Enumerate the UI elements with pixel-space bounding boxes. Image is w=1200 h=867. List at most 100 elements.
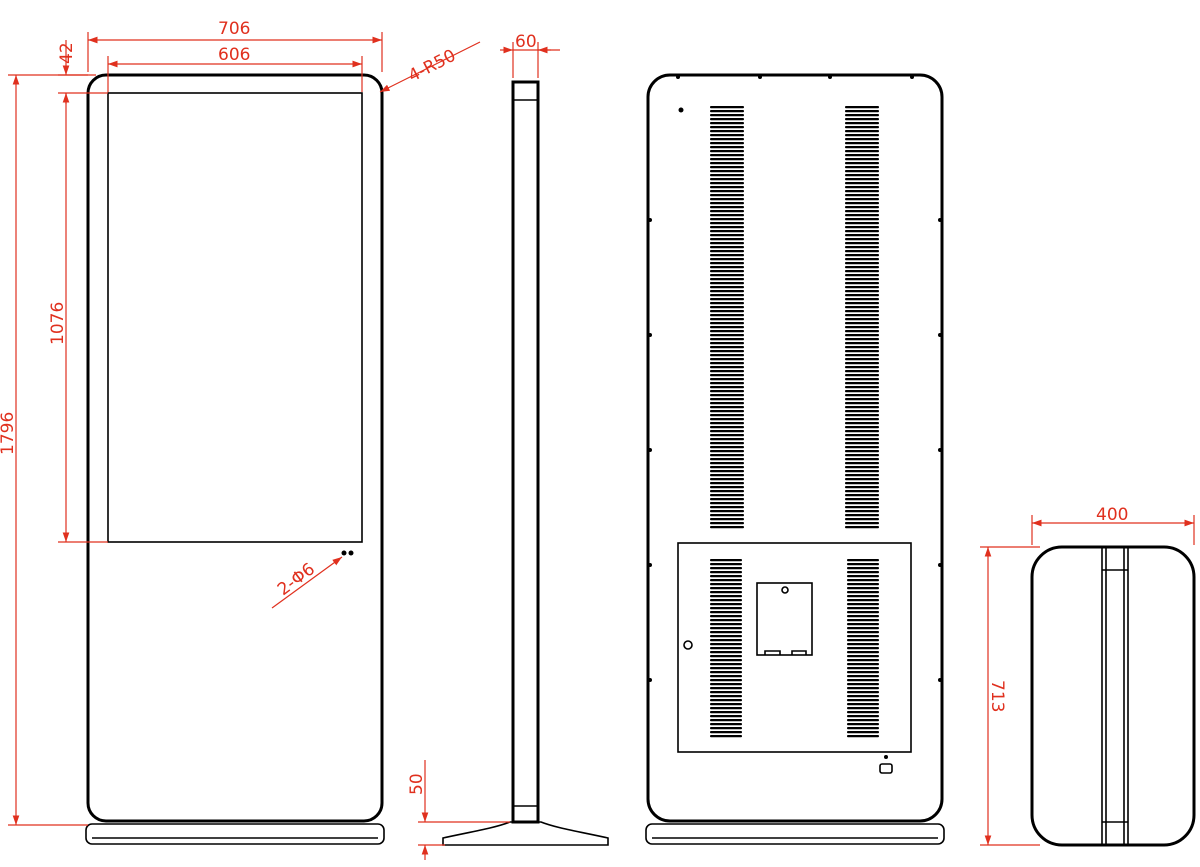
vent-slot — [710, 498, 744, 501]
vent-slot — [847, 639, 879, 642]
vent-slot — [847, 627, 879, 630]
dim-base-height: 50 — [407, 773, 427, 795]
vent-slot — [845, 190, 879, 193]
vent-slot — [710, 715, 742, 718]
vent-slot — [847, 631, 879, 634]
vent-slot — [847, 595, 879, 598]
vent-slot — [710, 579, 742, 582]
vent-slot — [710, 635, 742, 638]
vent-slot — [845, 354, 879, 357]
screw-dot — [910, 75, 914, 79]
vent-slot — [847, 587, 879, 590]
front-base — [85, 823, 385, 845]
vent-slot — [847, 691, 879, 694]
vent-slot — [710, 474, 744, 477]
vent-slot — [710, 170, 744, 173]
vent-slot — [710, 286, 744, 289]
vent-slot — [710, 326, 744, 329]
vent-slot — [710, 174, 744, 177]
screw-dot — [648, 563, 652, 567]
vent-slot — [710, 338, 744, 341]
vent-slot — [845, 134, 879, 137]
vent-slot — [710, 238, 744, 241]
vent-slot — [845, 350, 879, 353]
vent-slot — [710, 619, 742, 622]
vent-slot — [845, 394, 879, 397]
vent-slot — [710, 214, 744, 217]
vent-slot — [710, 659, 742, 662]
vent-slot — [710, 358, 744, 361]
vent-slot — [845, 362, 879, 365]
vent-slot — [845, 250, 879, 253]
vent-slot — [710, 302, 744, 305]
back-view — [645, 73, 945, 845]
vent-slot — [710, 282, 744, 285]
vent-slot — [710, 595, 742, 598]
vent-slot — [845, 526, 879, 529]
vent-slot — [845, 146, 879, 149]
vent-slot — [847, 727, 879, 730]
vent-slots-right-upper — [845, 106, 879, 529]
vent-slot — [845, 338, 879, 341]
vent-slot — [710, 406, 744, 409]
vent-slot — [710, 274, 744, 277]
vent-slot — [710, 430, 744, 433]
vent-slot — [847, 679, 879, 682]
vent-slot — [845, 398, 879, 401]
vent-slot — [845, 378, 879, 381]
vent-slot — [710, 478, 744, 481]
vent-slot — [845, 178, 879, 181]
vent-slot — [710, 190, 744, 193]
vent-slot — [845, 466, 879, 469]
dim-total-width: 706 — [218, 19, 250, 39]
vent-slot — [845, 522, 879, 525]
vent-slots-left-lower — [710, 559, 742, 738]
vent-slot — [710, 150, 744, 153]
vent-slot — [845, 298, 879, 301]
vent-slot — [710, 559, 742, 562]
side-dimensions: 60 50 — [407, 32, 560, 860]
vent-slot — [847, 603, 879, 606]
vent-slot — [845, 258, 879, 261]
vent-slot — [710, 731, 742, 734]
vent-slot — [845, 366, 879, 369]
edge-screws — [648, 75, 942, 682]
vent-slots-left-upper — [710, 106, 744, 529]
vent-slot — [710, 683, 742, 686]
vent-slot — [710, 182, 744, 185]
screw-dot — [648, 333, 652, 337]
vent-slot — [845, 286, 879, 289]
vent-slot — [845, 450, 879, 453]
vent-slot — [710, 166, 744, 169]
vent-slot — [710, 611, 742, 614]
vent-slot — [710, 567, 742, 570]
vent-slot — [710, 198, 744, 201]
screw-dot — [648, 678, 652, 682]
vent-slot — [710, 290, 744, 293]
vent-slot — [847, 611, 879, 614]
vent-slot — [710, 679, 742, 682]
vent-slot — [845, 310, 879, 313]
vent-slot — [710, 563, 742, 566]
vent-slot — [845, 234, 879, 237]
vent-slot — [710, 154, 744, 157]
vent-slot — [710, 126, 744, 129]
back-base — [645, 823, 945, 845]
vent-slot — [845, 498, 879, 501]
vent-slot — [845, 434, 879, 437]
vent-slot — [847, 619, 879, 622]
vent-slot — [710, 110, 744, 113]
vent-slot — [847, 719, 879, 722]
vent-slot — [710, 278, 744, 281]
front-dimensions: 706 606 42 4-R50 1076 1796 2-Φ6 — [0, 19, 481, 826]
vent-slot — [710, 354, 744, 357]
vent-slot — [845, 270, 879, 273]
vent-slot — [710, 607, 742, 610]
vent-slot — [710, 386, 744, 389]
vent-slot — [845, 114, 879, 117]
vent-slot — [710, 506, 744, 509]
vent-slot — [710, 402, 744, 405]
vent-slot — [710, 482, 744, 485]
vent-slot — [710, 711, 742, 714]
